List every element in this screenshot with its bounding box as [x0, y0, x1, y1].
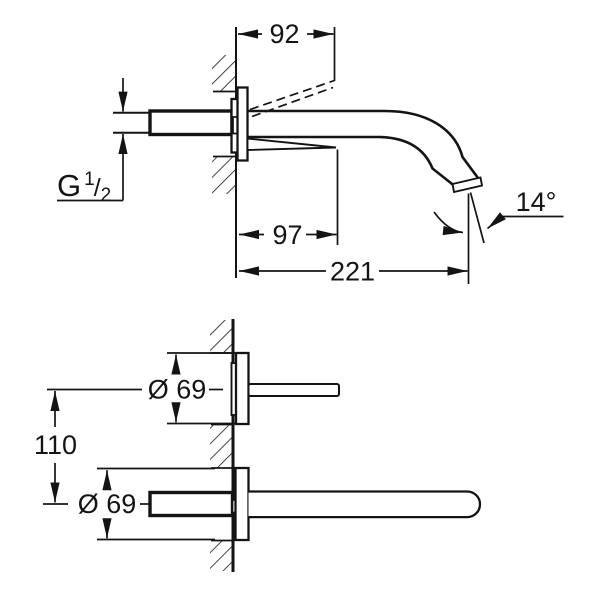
dim-92-label: 92: [269, 19, 299, 49]
spout-plan: [248, 490, 482, 519]
wall-hatch-upper: [212, 55, 236, 194]
dimension-110: 110: [34, 388, 142, 505]
dim-221-label: 221: [330, 257, 375, 287]
spout-escutcheon-plan: [234, 466, 250, 542]
dimension-dia69-spout: Ø 69: [78, 467, 215, 541]
angle-label: 14°: [516, 187, 557, 217]
plan-view: Ø 69 110 Ø 69: [34, 319, 482, 572]
dimension-97: 97: [239, 149, 339, 250]
dimension-dia69-handle: Ø 69: [148, 352, 236, 425]
dim-110-label: 110: [34, 430, 77, 460]
handle-body: [148, 109, 234, 137]
dimension-92: 92: [238, 19, 336, 81]
handle-escutcheon-side: [236, 86, 249, 162]
dimension-14deg: 14°: [486, 187, 564, 230]
stream-line: [469, 192, 485, 244]
aerator-cap: [451, 176, 484, 194]
handle-escutcheon-plan: [234, 351, 250, 426]
dia-handle-label: Ø 69: [148, 375, 207, 405]
swivel-arc-arrow: [433, 211, 464, 236]
lever-bar-plan: [247, 383, 340, 397]
concealed-body-plan: [148, 490, 235, 518]
lever-rest: [246, 137, 337, 151]
wall-hatch-lower: [210, 320, 232, 571]
dia-spout-label: Ø 69: [78, 489, 137, 519]
dim-97-label: 97: [272, 220, 302, 250]
spout-side: [247, 109, 484, 194]
dimension-221: 221: [239, 193, 470, 287]
